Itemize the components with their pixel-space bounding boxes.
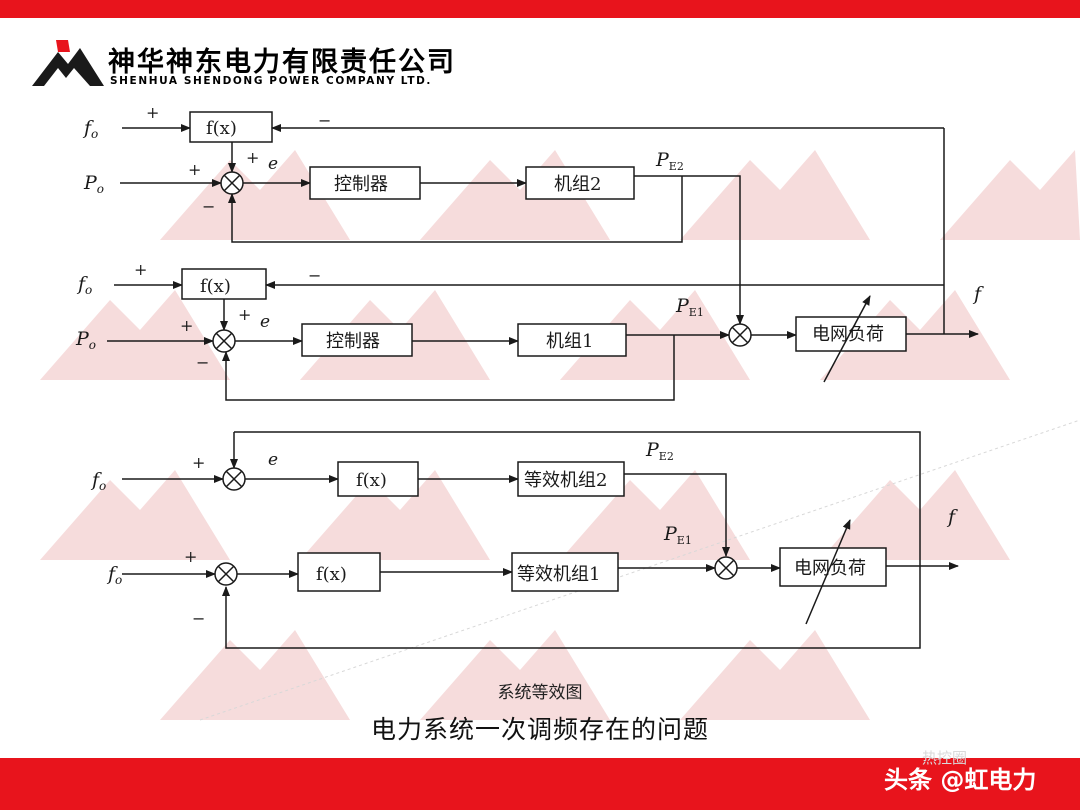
watermark-ghost-text: 热控圈: [922, 749, 968, 767]
controller-1-block: [301, 323, 413, 357]
plus-sign: +: [134, 260, 147, 279]
grid-load-label-bottom: 电网负荷: [794, 558, 866, 579]
po-label-a: Po: [83, 172, 104, 196]
pe2-label-top: PE2: [655, 149, 684, 173]
controller-2-block: [309, 166, 421, 200]
plus-sign: +: [246, 148, 259, 167]
equivalent-unit-1-block: [511, 552, 619, 592]
minus-sign: −: [192, 609, 205, 628]
fx-block-a: [189, 111, 273, 143]
grid-load-block-bottom: [779, 547, 887, 587]
bottom-brand-bar: [0, 758, 1080, 810]
plus-sign: +: [180, 316, 193, 335]
unit-2-block: [525, 166, 635, 200]
controller-1-label: 控制器: [326, 331, 380, 352]
plus-sign: +: [238, 305, 251, 324]
frequency-output-label-bottom: f: [946, 506, 958, 528]
error-label-a: e: [268, 154, 278, 174]
mountain-logo-icon: [32, 40, 104, 86]
plus-sign: +: [192, 453, 205, 472]
pe1-label-bottom: PE1: [663, 523, 692, 547]
watermark-text: 头条 @虹电力: [884, 766, 1037, 794]
pe2-label-bottom: PE2: [645, 439, 674, 463]
diagram-caption: 系统等效图: [497, 683, 583, 703]
fo-label-b: fo: [76, 273, 92, 297]
fx-label-a: f(x): [206, 118, 237, 139]
fx-label-d: f(x): [316, 564, 347, 585]
equivalent-unit-1-label: 等效机组1: [517, 564, 600, 585]
top-brand-bar: [0, 0, 1080, 18]
minus-sign: −: [318, 111, 331, 130]
po-label-b: Po: [75, 328, 96, 352]
company-name-cn: 神华神东电力有限责任公司: [108, 47, 456, 78]
pe1-label-top: PE1: [675, 295, 704, 319]
fx-label-b: f(x): [200, 276, 231, 297]
fx-block-b: [181, 268, 267, 300]
frequency-output-label-top: f: [972, 283, 984, 305]
equivalent-unit-2-block: [517, 461, 625, 497]
fx-label-c: f(x): [356, 470, 387, 491]
fo-label-a: fo: [82, 117, 98, 141]
minus-sign: −: [196, 353, 209, 372]
unit-2-label: 机组2: [554, 174, 601, 195]
slide-subtitle: 电力系统一次调频存在的问题: [370, 715, 709, 744]
minus-sign: −: [202, 197, 215, 216]
unit-1-block: [517, 323, 627, 357]
plus-sign: +: [184, 547, 197, 566]
company-name-en: SHENHUA SHENDONG POWER COMPANY LTD.: [110, 75, 433, 87]
error-label-c: e: [268, 450, 278, 470]
grid-load-label-top: 电网负荷: [812, 324, 884, 345]
plus-sign: +: [188, 160, 201, 179]
equivalent-unit-2-label: 等效机组2: [524, 470, 607, 491]
error-label-b: e: [260, 312, 270, 332]
unit-1-label: 机组1: [546, 331, 593, 352]
plus-sign: +: [146, 103, 159, 122]
controller-2-label: 控制器: [334, 174, 388, 195]
fo-label-c: fo: [90, 469, 106, 493]
company-logo: 神华神东电力有限责任公司 SHENHUA SHENDONG POWER COMP…: [30, 38, 454, 90]
fo-label-d: fo: [106, 563, 122, 587]
minus-sign: −: [308, 266, 321, 285]
